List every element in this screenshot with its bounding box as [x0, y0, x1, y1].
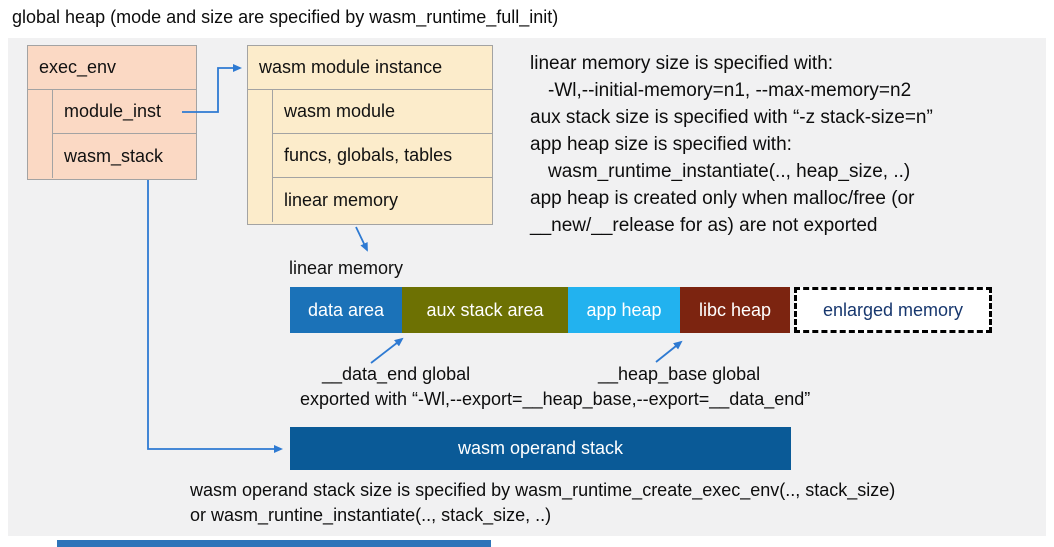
exec-env-body: module_inst wasm_stack	[28, 90, 196, 178]
bottom-blue-bar	[57, 540, 491, 547]
wasm-module-instance-indent-column	[248, 90, 273, 222]
footer-line: wasm operand stack size is specified by …	[190, 480, 896, 500]
operand-stack-size-note: wasm operand stack size is specified by …	[190, 478, 895, 528]
exec-env-box: exec_env module_inst wasm_stack	[27, 45, 197, 180]
linear-memory-bar: data area aux stack area app heap libc h…	[290, 287, 992, 333]
note-line: __new/__release for as) are not exported	[530, 215, 878, 236]
exec-env-header: exec_env	[28, 46, 196, 90]
export-flags-label: exported with “-Wl,--export=__heap_base,…	[300, 389, 811, 409]
wasm-module-instance-box: wasm module instance wasm module funcs, …	[247, 45, 493, 225]
module-row-linear-memory: linear memory	[284, 189, 399, 210]
module-row-wasm-module: wasm module	[273, 90, 492, 134]
segment-aux-stack-area: aux stack area	[402, 287, 568, 333]
segment-libc-heap: libc heap	[680, 287, 790, 333]
data-end-global-label: __data_end global	[322, 364, 471, 384]
note-line: app heap is created only when malloc/fre…	[530, 188, 915, 209]
segment-app-heap: app heap	[568, 287, 680, 333]
exec-env-indent-column	[28, 90, 53, 178]
wasm-operand-stack-box: wasm operand stack	[290, 427, 791, 470]
segment-data-area: data area	[290, 287, 402, 333]
memory-size-notes: linear memory size is specified with: -W…	[530, 50, 1044, 239]
footer-line: or wasm_runtine_instantiate(.., stack_si…	[190, 505, 552, 525]
note-line: linear memory size is specified with:	[530, 53, 834, 74]
linear-memory-label: linear memory	[289, 258, 404, 278]
note-line: wasm_runtime_instantiate(.., heap_size, …	[548, 161, 911, 182]
segment-enlarged-memory: enlarged memory	[794, 287, 992, 333]
note-line: -Wl,--initial-memory=n1, --max-memory=n2	[548, 80, 912, 101]
note-line: aux stack size is specified with “-z sta…	[530, 107, 933, 128]
wasm-module-instance-body: wasm module funcs, globals, tables linea…	[248, 90, 492, 222]
module-row-funcs-globals-tables: funcs, globals, tables	[273, 134, 492, 178]
exec-env-row-wasm-stack: wasm_stack	[64, 145, 164, 166]
wasm-module-instance-header: wasm module instance	[248, 46, 492, 90]
page-title: global heap (mode and size are specified…	[12, 7, 559, 27]
exec-env-row-module-inst: module_inst	[53, 90, 196, 134]
note-line: app heap size is specified with:	[530, 134, 792, 155]
heap-base-global-label: __heap_base global	[598, 364, 761, 384]
